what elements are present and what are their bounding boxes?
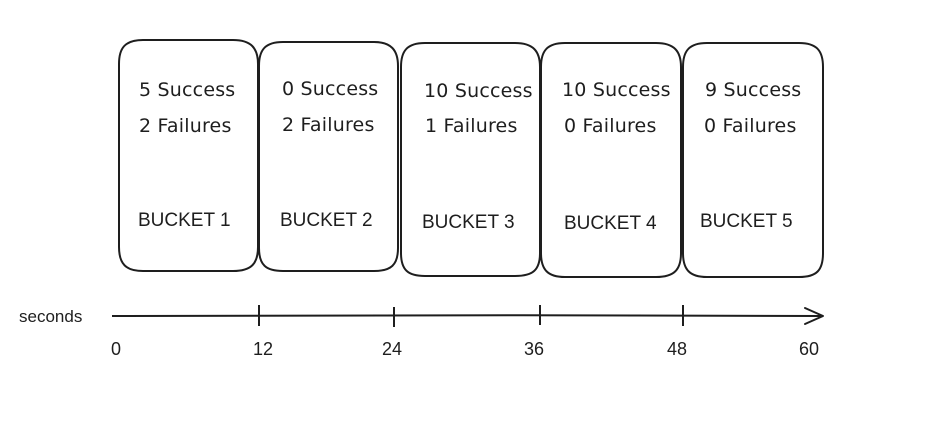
bucket-5-failures: 0 Failures bbox=[704, 115, 797, 137]
bucket-4: 10 Success 0 Failures BUCKET 4 bbox=[540, 42, 682, 278]
bucket-4-label: BUCKET 4 bbox=[564, 213, 657, 234]
time-axis: seconds 0 12 24 36 48 60 bbox=[19, 305, 824, 359]
bucket-4-failures: 0 Failures bbox=[564, 115, 657, 137]
bucket-1-success: 5 Success bbox=[139, 79, 235, 101]
tick-label-12: 12 bbox=[253, 339, 273, 359]
bucket-3-box bbox=[400, 42, 541, 277]
bucket-2-failures: 2 Failures bbox=[282, 114, 375, 136]
bucket-4-box bbox=[540, 42, 682, 278]
axis-title: seconds bbox=[19, 307, 82, 326]
tick-label-36: 36 bbox=[524, 339, 544, 359]
bucket-1-failures: 2 Failures bbox=[139, 115, 232, 137]
bucket-1-label: BUCKET 1 bbox=[138, 210, 231, 231]
bucket-4-success: 10 Success bbox=[562, 79, 671, 101]
bucket-3-label: BUCKET 3 bbox=[422, 212, 515, 233]
bucket-2-success: 0 Success bbox=[282, 78, 378, 100]
tick-label-48: 48 bbox=[667, 339, 687, 359]
tick-label-24: 24 bbox=[382, 339, 402, 359]
bucket-2-box bbox=[258, 41, 399, 272]
axis-line bbox=[111, 314, 823, 317]
bucket-1-box bbox=[118, 39, 259, 272]
axis-arrowhead bbox=[804, 307, 824, 325]
bucket-5-box bbox=[682, 42, 824, 278]
bucket-3-success: 10 Success bbox=[424, 80, 533, 102]
bucket-5-success: 9 Success bbox=[705, 79, 801, 101]
bucket-3: 10 Success 1 Failures BUCKET 3 bbox=[400, 42, 541, 277]
tick-label-60: 60 bbox=[799, 339, 819, 359]
bucket-5-label: BUCKET 5 bbox=[700, 211, 793, 232]
tick-label-0: 0 bbox=[111, 339, 121, 359]
bucket-2: 0 Success 2 Failures BUCKET 2 bbox=[258, 41, 399, 272]
bucket-5: 9 Success 0 Failures BUCKET 5 bbox=[682, 42, 824, 278]
bucket-3-failures: 1 Failures bbox=[425, 115, 518, 137]
bucket-1: 5 Success 2 Failures BUCKET 1 bbox=[118, 39, 259, 272]
bucket-2-label: BUCKET 2 bbox=[280, 210, 373, 231]
